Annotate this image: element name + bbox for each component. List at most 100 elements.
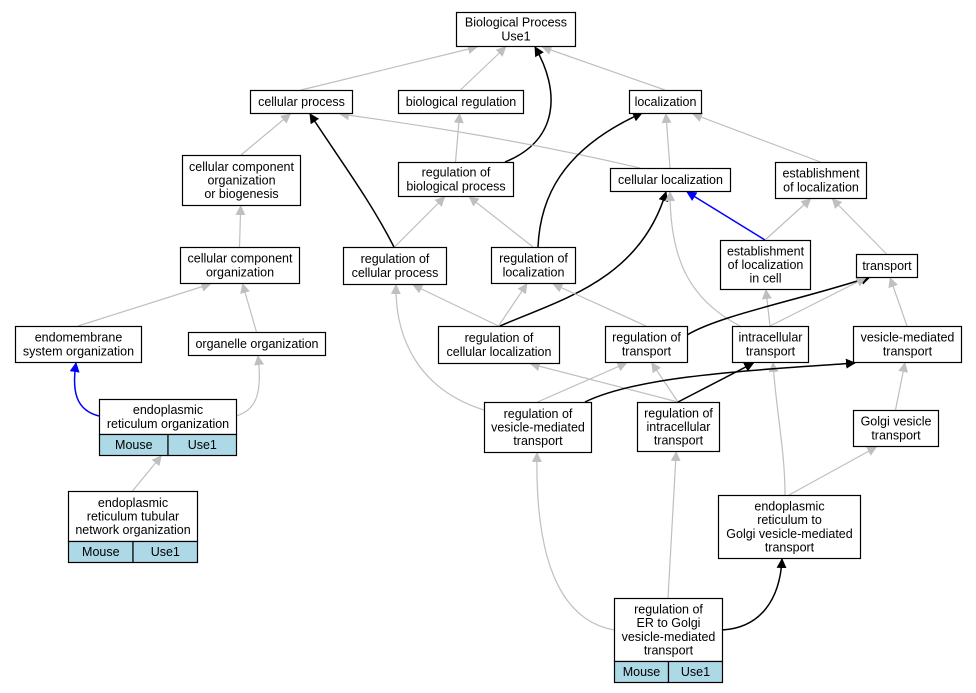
tag-label-mouse: Mouse (82, 545, 120, 559)
node-box (731, 325, 810, 364)
node-label-line: endoplasmic (133, 403, 203, 417)
tag-cell (667, 660, 724, 684)
node-label-line: transport (765, 540, 815, 554)
node-cl[interactable]: cellular localization (609, 167, 732, 193)
edge-cl-to-loc (661, 113, 672, 169)
node-label-line: transport (746, 344, 796, 358)
node-box (455, 11, 577, 48)
node-label-line: cellular localization (447, 345, 552, 359)
node-box (14, 325, 143, 364)
node-label-line: reticulum tubular (87, 510, 179, 524)
edge-rcl-to-cl (499, 191, 669, 327)
node-loc[interactable]: localization (628, 89, 703, 115)
node-label-line: intracellular (647, 420, 711, 434)
node-box (719, 239, 812, 291)
node-label-line: vesicle-mediated (491, 421, 585, 435)
node-label-line: reticulum to (757, 513, 822, 527)
edge-cp-to-bp (300, 44, 478, 91)
node-box (98, 398, 238, 436)
node-label-line: transport (871, 428, 921, 442)
node-label-line: ER to Golgi (637, 616, 701, 630)
node-box (181, 154, 302, 207)
edge-loc-to-bp (541, 45, 666, 91)
edge-rbp-to-bp (504, 46, 552, 163)
edge-rvmt-to-rt (537, 362, 628, 403)
edge-rit-to-it (677, 362, 755, 403)
edge-rbp-to-br (453, 113, 464, 163)
node-label-line: regulation of (422, 166, 491, 180)
node-label-line: intracellular (739, 331, 803, 345)
tag-label-use1: Use1 (188, 438, 217, 452)
node-box (483, 401, 593, 454)
node-label-line: transport (862, 259, 912, 273)
node-box (628, 89, 703, 115)
edge-gvt-to-vmt (894, 362, 909, 411)
node-label-line: cellular component (188, 252, 293, 266)
node-label-line: transport (622, 344, 672, 358)
node-label-line: of localization (728, 258, 804, 272)
edge-elc-to-eol (764, 198, 812, 241)
node-label-line: regulation of (634, 603, 703, 617)
node-label-line: vesicle-mediated (861, 331, 955, 345)
node-box (397, 161, 515, 198)
edge-rcp-to-cp (309, 113, 395, 248)
edge-rergv-to-ergv (721, 558, 787, 631)
node-label-line: regulation of (465, 331, 534, 345)
edges-layer (69, 44, 909, 631)
tag-label-use1: Use1 (151, 545, 180, 559)
node-label-line: organelle organization (195, 337, 318, 351)
node-label-line: Biological Process (465, 16, 567, 30)
node-box (636, 401, 721, 453)
node-cp[interactable]: cellular process (249, 89, 354, 115)
node-box (613, 597, 724, 663)
node-box (397, 89, 525, 115)
node-label-line: endomembrane (35, 331, 123, 345)
edge-ero-to-oo (235, 355, 265, 417)
edge-rvmt-to-rcp (390, 284, 485, 411)
edge-rvmt-to-vmt (584, 358, 856, 403)
edge-rl-to-loc (537, 112, 643, 248)
node-label-line: vesicle-mediated (622, 630, 716, 644)
node-oo[interactable]: organelle organization (187, 331, 327, 357)
node-label-line: reticulum organization (107, 417, 229, 431)
edge-br-to-bp (460, 46, 507, 91)
node-br[interactable]: biological regulation (397, 89, 525, 115)
node-label-line: establishment (782, 167, 860, 181)
edge-rl-to-rbp (468, 196, 534, 248)
edge-rergv-to-rit (667, 451, 681, 599)
node-label-line: in cell (750, 272, 782, 286)
tag-cell (167, 433, 238, 457)
node-box (604, 325, 689, 364)
node-label-line: cellular localization (618, 173, 723, 187)
node-label-line: Golgi vesicle (861, 415, 932, 429)
edge-rcl-to-rl (498, 283, 528, 327)
node-tr[interactable]: transport (855, 253, 919, 279)
edge-cco-to-ccob (235, 205, 246, 248)
tag-label-mouse: Mouse (623, 665, 661, 679)
edge-ergv-to-gvt (788, 446, 878, 496)
node-label-line: regulation of (644, 406, 713, 420)
node-box (67, 490, 199, 543)
